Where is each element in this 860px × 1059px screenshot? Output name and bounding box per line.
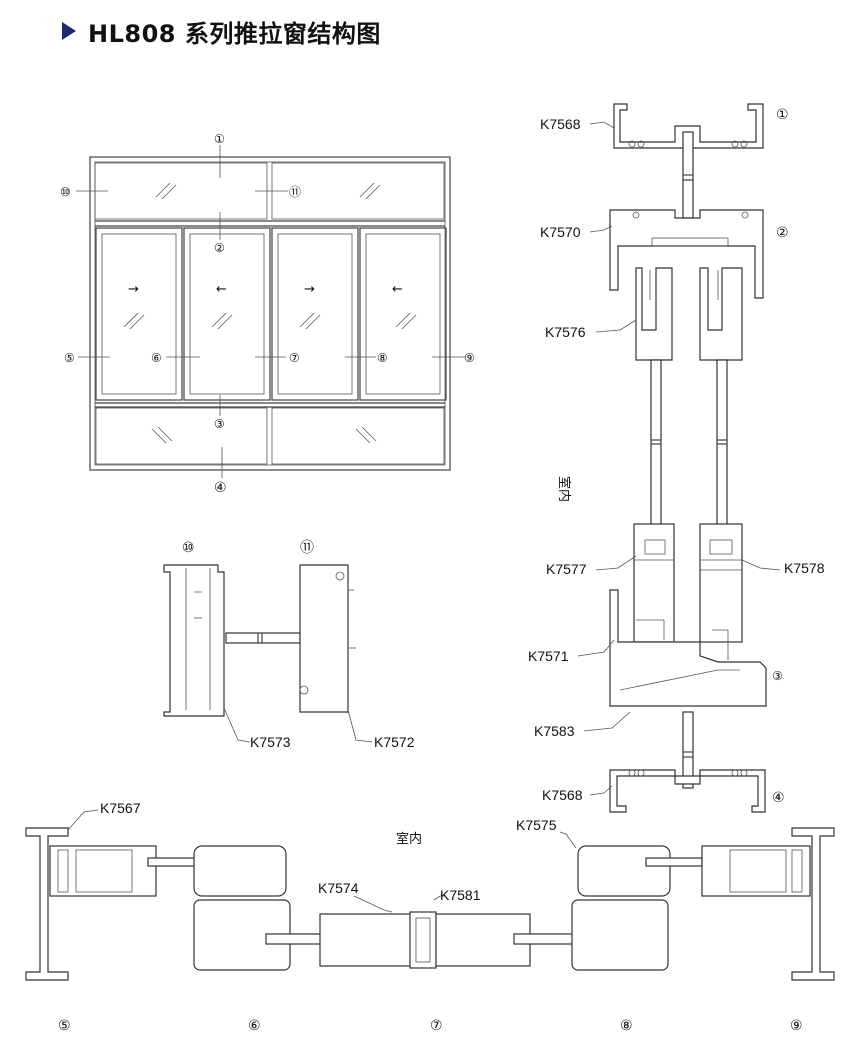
- horizontal-section-labels: K7567 K7575 K7574 K7581 室内 ⑤ ⑥ ⑦ ⑧ ⑨: [58, 800, 803, 1034]
- header-arrow-icon: [62, 22, 76, 40]
- label-k7570: K7570: [540, 224, 581, 240]
- marker-1: ①: [214, 132, 225, 146]
- marker-2: ②: [214, 241, 225, 255]
- transom-detail-labels: ⑩ ⑪ K7573 K7572: [182, 540, 415, 750]
- vertical-section: [577, 103, 781, 813]
- label-k7576: K7576: [545, 324, 586, 340]
- page-title: HL808 系列推拉窗结构图: [88, 19, 381, 48]
- label-k7577: K7577: [546, 561, 587, 577]
- section-marker-2: ②: [776, 225, 789, 241]
- section-marker-4: ④: [772, 790, 785, 806]
- marker-4: ④: [214, 480, 227, 496]
- arrow-left-2: ←: [392, 282, 403, 297]
- indoor-label-vertical: 室内: [556, 476, 572, 502]
- label-k7568-bottom: K7568: [542, 787, 583, 803]
- elevation-markers: ① ② ③ ④ ⑤ ⑥ ⑦ ⑧ ⑨ ⑩ ⑪ → ← → ←: [60, 132, 475, 496]
- marker-3: ③: [214, 417, 225, 431]
- marker-11: ⑪: [289, 185, 301, 199]
- label-k7574: K7574: [318, 880, 359, 896]
- marker-10: ⑩: [60, 185, 71, 199]
- vertical-section-labels: K7568 K7570 K7576 K7577 K7578 K7571 K758…: [528, 107, 825, 806]
- bottom-marker-8: ⑧: [620, 1018, 633, 1034]
- marker-6: ⑥: [151, 351, 162, 365]
- section-marker-3: ③: [772, 669, 783, 683]
- label-k7581: K7581: [440, 887, 481, 903]
- arrow-right-1: →: [128, 282, 139, 297]
- indoor-label-horizontal: 室内: [396, 831, 422, 847]
- bottom-marker-5: ⑤: [58, 1018, 71, 1034]
- label-k7573: K7573: [250, 734, 291, 750]
- marker-8: ⑧: [377, 351, 388, 365]
- label-k7583: K7583: [534, 723, 575, 739]
- bottom-marker-6: ⑥: [248, 1018, 261, 1034]
- marker-5: ⑤: [64, 351, 75, 365]
- section-marker-1: ①: [776, 107, 789, 123]
- label-k7571: K7571: [528, 648, 569, 664]
- marker-7: ⑦: [289, 351, 300, 365]
- page-header: HL808 系列推拉窗结构图: [62, 14, 381, 48]
- label-k7568-top: K7568: [540, 116, 581, 132]
- label-k7578: K7578: [784, 560, 825, 576]
- window-elevation: [76, 145, 466, 478]
- bottom-marker-9: ⑨: [790, 1018, 803, 1034]
- arrow-left-1: ←: [216, 282, 227, 297]
- arrow-right-2: →: [304, 282, 315, 297]
- label-k7575: K7575: [516, 817, 557, 833]
- transom-detail: [163, 564, 373, 743]
- marker-9: ⑨: [464, 351, 475, 365]
- horizontal-section: [25, 809, 835, 981]
- detail-marker-11: ⑪: [300, 540, 314, 556]
- label-k7572: K7572: [374, 734, 415, 750]
- bottom-marker-7: ⑦: [430, 1018, 443, 1034]
- label-k7567: K7567: [100, 800, 141, 816]
- detail-marker-10: ⑩: [182, 540, 195, 556]
